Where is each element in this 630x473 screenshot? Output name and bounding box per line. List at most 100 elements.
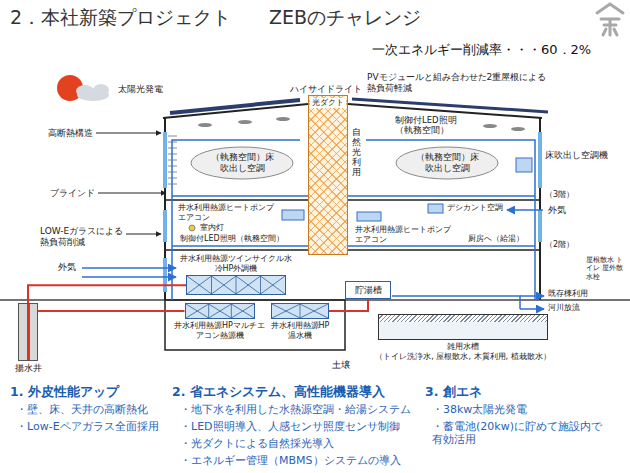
annotation-label: 高断熱構造 xyxy=(48,128,93,139)
heat-pump-unit xyxy=(282,210,304,220)
water-heater-box xyxy=(271,303,329,319)
node-text: 貯湯槽 xyxy=(355,285,382,296)
leader-arrow xyxy=(98,193,166,194)
floor-slab xyxy=(165,200,540,250)
node-text: （トイレ洗浄水, 屋根散水, 木質利用, 植栽散水） xyxy=(368,352,558,362)
bullet-text: ・地下水を利用した水熱源空調・給湯システム xyxy=(180,403,425,416)
node-text: 揚水井 xyxy=(8,363,48,374)
leader-arrow xyxy=(96,133,161,134)
water-tank-node: 雑用水槽（トイレ洗浄水, 屋根散水, 木質利用, 植栽散水） xyxy=(368,314,558,361)
vertical-label: 自然光利用 xyxy=(352,128,361,177)
box-cross-marks xyxy=(272,304,328,318)
node-text: （執務空間）床吹出し空調 xyxy=(207,152,277,174)
bullet-text: ・エネルギー管理（MBMS）システムの導入 xyxy=(180,454,425,467)
cross-mark xyxy=(186,304,254,318)
floor-air-unit xyxy=(516,158,532,172)
tank-hatch xyxy=(379,315,547,322)
annotation-label: デシカント空調 xyxy=(447,203,503,213)
ellipse-shape xyxy=(396,147,498,179)
air-zone-ellipse: （執務空間）床吹出し空調 xyxy=(190,146,294,180)
cloud xyxy=(93,84,109,96)
annotation-label: 太陽光発電 xyxy=(118,84,163,95)
annotation-label: 制御付LED照明（執務空間） xyxy=(180,234,305,244)
basement xyxy=(165,300,345,350)
bullet-text: ・光ダクトによる自然採光導入 xyxy=(180,437,425,450)
annotation-label: 外気 xyxy=(548,205,566,216)
section-heading: 3. 創エネ xyxy=(425,384,482,399)
bullet-text: ・Low-Eペアガラス全面採用 xyxy=(16,420,176,433)
air-zone-ellipse: （執務空間）床吹出し空調 xyxy=(395,146,499,180)
annotation-label: 厨房へ（給湯） xyxy=(468,234,524,244)
annotation-label: 河川放流 xyxy=(548,303,580,313)
equipment-node: 井水利用熱源ツインサイクル水冷HP外調機 xyxy=(180,254,292,295)
led-light xyxy=(198,123,212,127)
section-heading: 1. 外皮性能アップ xyxy=(10,384,119,399)
box-cross-marks xyxy=(186,304,254,318)
outdoor-air-arrow xyxy=(82,267,176,269)
annotation-label: 床吹出し空調機 xyxy=(545,150,608,160)
well-water-pipe xyxy=(38,310,185,312)
node-text: 雑用水槽 xyxy=(368,342,558,352)
annotation-label: ブラインド xyxy=(50,188,95,199)
bullet-text: ・38kw太陽光発電 xyxy=(432,403,622,416)
flow-arrow xyxy=(520,308,544,310)
equipment-node: 井水利用熱源HPマルチエアコン熱源機 xyxy=(172,303,267,340)
annotation-label: （2階） xyxy=(545,240,574,250)
cloud xyxy=(76,85,94,97)
drain-pipe xyxy=(392,296,520,309)
node-text: （執務空間）床吹出し空調 xyxy=(412,152,482,174)
bullet-text: ・LED照明導入、人感センサ照度センサ制御 xyxy=(180,420,425,433)
logo xyxy=(597,4,623,35)
well-water-pipe xyxy=(28,285,186,303)
annotation-label: LOW-Eガラスによる熱負荷削減 xyxy=(40,226,124,248)
heat-source-box xyxy=(185,303,255,319)
slide-title: 2．本社新築プロジェクト ZEBのチャレンジ xyxy=(10,6,421,29)
annotation-label: 既存棟利用 xyxy=(548,289,588,299)
node-text: 井水利用熱源ツインサイクル水冷HP外調機 xyxy=(180,254,292,273)
cross-mark xyxy=(187,276,285,294)
well-pipe xyxy=(27,304,30,360)
box-cross-marks xyxy=(187,276,285,294)
annotation-label: 井水利用熱源ヒートポンプエアコン xyxy=(355,225,455,244)
cross-mark xyxy=(272,304,328,318)
led-light xyxy=(276,117,290,121)
room-lamp xyxy=(189,225,195,231)
annotation-label: 屋根散水 トイレ 屋外散水栓 xyxy=(586,256,626,281)
node-text: 光ダクト xyxy=(310,98,346,108)
annotation-label: 土壌 xyxy=(332,360,350,371)
well-node: 揚水井 xyxy=(8,303,48,374)
outdoor-air-arrow xyxy=(507,209,543,211)
annotation-label: 井水利用熱源ヒートポンプエアコン xyxy=(178,203,278,222)
logo-roof xyxy=(597,4,623,13)
node-text: 井水利用熱源HP温水機 xyxy=(268,321,332,340)
annotation-label: 外気 xyxy=(58,262,76,273)
annotation-label: （3階） xyxy=(545,190,574,200)
section-heading: 2. 省エネシステム、高性能機器導入 xyxy=(172,384,385,399)
annotation-label: 制御付LED照明（執務空間） xyxy=(395,115,463,135)
desiccant-unit xyxy=(428,204,443,213)
annotation-label: 室内灯 xyxy=(200,223,224,233)
well-water-pipe xyxy=(329,299,368,311)
flow-arrow xyxy=(520,295,544,297)
logo-body xyxy=(601,19,619,35)
leader-arrow xyxy=(126,234,161,235)
annotation-label: PVモジュールと組み合わせた2重屋根による熱負荷軽減 xyxy=(367,72,552,94)
bullet-text: ・壁、床、天井の高断熱化 xyxy=(16,403,176,416)
roof xyxy=(163,104,542,118)
ellipse-shape xyxy=(191,147,293,179)
heat-pump-unit xyxy=(357,212,381,221)
led-light xyxy=(483,124,497,128)
node-text: 井水利用熱源HPマルチエアコン熱源機 xyxy=(172,321,267,340)
water-tank xyxy=(378,314,548,340)
outdoor-air-arrow xyxy=(82,276,176,278)
led-light xyxy=(511,127,525,131)
reduction-rate: 一次エネルギー削減率・・・60．2% xyxy=(372,42,591,58)
light-duct: 光ダクト xyxy=(308,95,348,255)
storage-tank-box: 貯湯槽 xyxy=(345,281,391,299)
bullet-text: ・蓄電池(20kw)に貯めて施設内で有効活用 xyxy=(432,420,607,446)
air-handler-box xyxy=(186,275,286,295)
well-shaft xyxy=(18,303,38,361)
pv-double-roof xyxy=(352,99,548,112)
wall xyxy=(165,117,540,300)
